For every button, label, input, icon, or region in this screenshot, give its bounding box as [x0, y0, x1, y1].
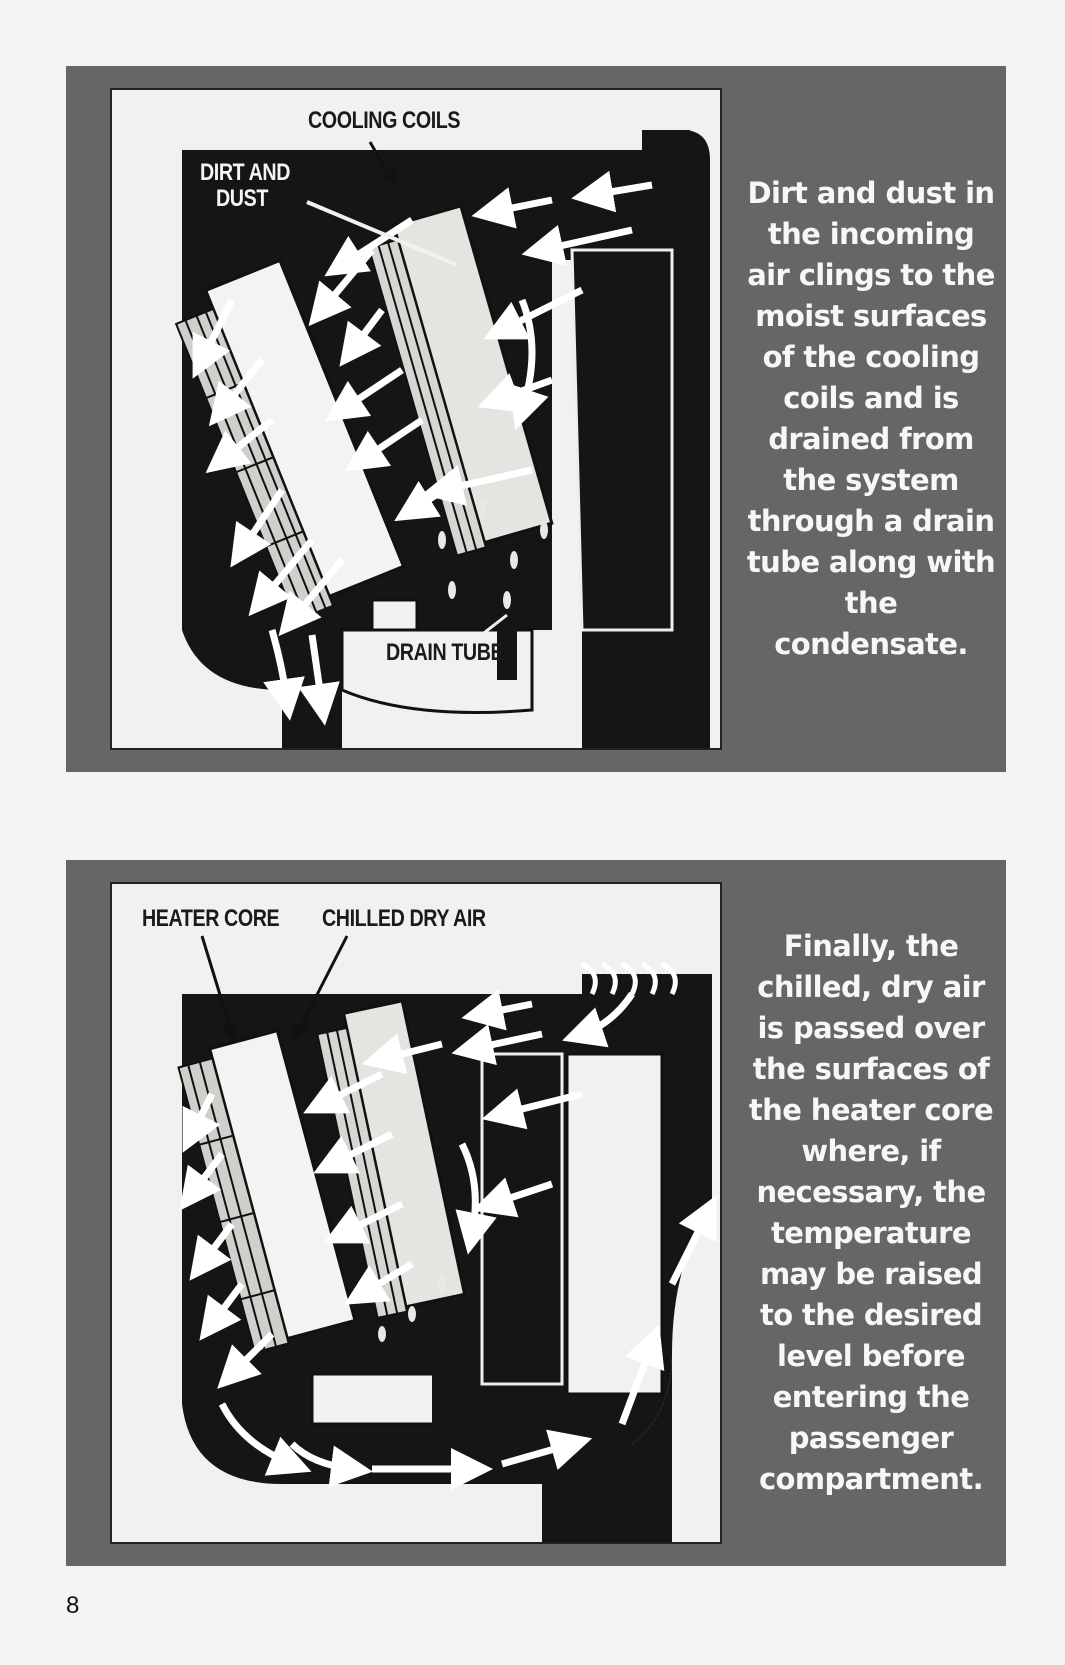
- airflow-arrows: [179, 989, 717, 1490]
- caption-box: Dirt and dust in the incoming air clings…: [746, 66, 996, 772]
- drain-tube-pipe: [432, 1354, 457, 1444]
- caption-text: Finally, the chilled, dry air is passed …: [748, 929, 994, 1496]
- label-dirt-and-dust-1: DIRT AND: [200, 159, 291, 186]
- illustration-cooling-coils: COOLING COILS DIRT AND DUST DRAIN TUBE: [110, 88, 722, 750]
- label-dirt-and-dust-2: DUST: [216, 185, 268, 212]
- drain-lip: [370, 598, 419, 632]
- label-leaders: [368, 141, 397, 188]
- illustration-heater-core: HEATER CORE CHILLED DRY AIR: [110, 882, 722, 1544]
- inlet-duct: [682, 130, 710, 748]
- blower-housing: [570, 248, 674, 632]
- figure-panel-heater-core: HEATER CORE CHILLED DRY AIR Finally, the…: [66, 860, 1006, 1566]
- condensate-drops: [378, 1276, 446, 1342]
- cooling-coils-diagram: [174, 130, 710, 748]
- airflow-arrows: [192, 170, 653, 726]
- drain-tray: [310, 1372, 454, 1426]
- vent-louvers: [580, 961, 678, 996]
- drain-tray: [340, 628, 534, 714]
- heater-core-diagram: [177, 935, 717, 1542]
- label-drain-tube: DRAIN TUBE: [386, 639, 504, 666]
- caption-text: Dirt and dust in the incoming air clings…: [746, 176, 996, 661]
- label-heater-core: HEATER CORE: [142, 905, 280, 932]
- label-leaders: [200, 935, 349, 1043]
- blower-side-panel: [565, 1052, 664, 1396]
- label-cooling-coils: COOLING COILS: [308, 107, 461, 134]
- caption-box: Finally, the chilled, dry air is passed …: [746, 860, 996, 1566]
- condensate-drops: [438, 501, 548, 609]
- drain-leader: [461, 613, 508, 652]
- blower-housing: [480, 1052, 564, 1386]
- label-chilled-dry-air: CHILLED DRY AIR: [322, 905, 486, 932]
- page-number: 8: [66, 1592, 80, 1619]
- dirt-leader: [306, 200, 458, 267]
- figure-panel-cooling-coils: COOLING COILS DIRT AND DUST DRAIN TUBE D…: [66, 66, 1006, 772]
